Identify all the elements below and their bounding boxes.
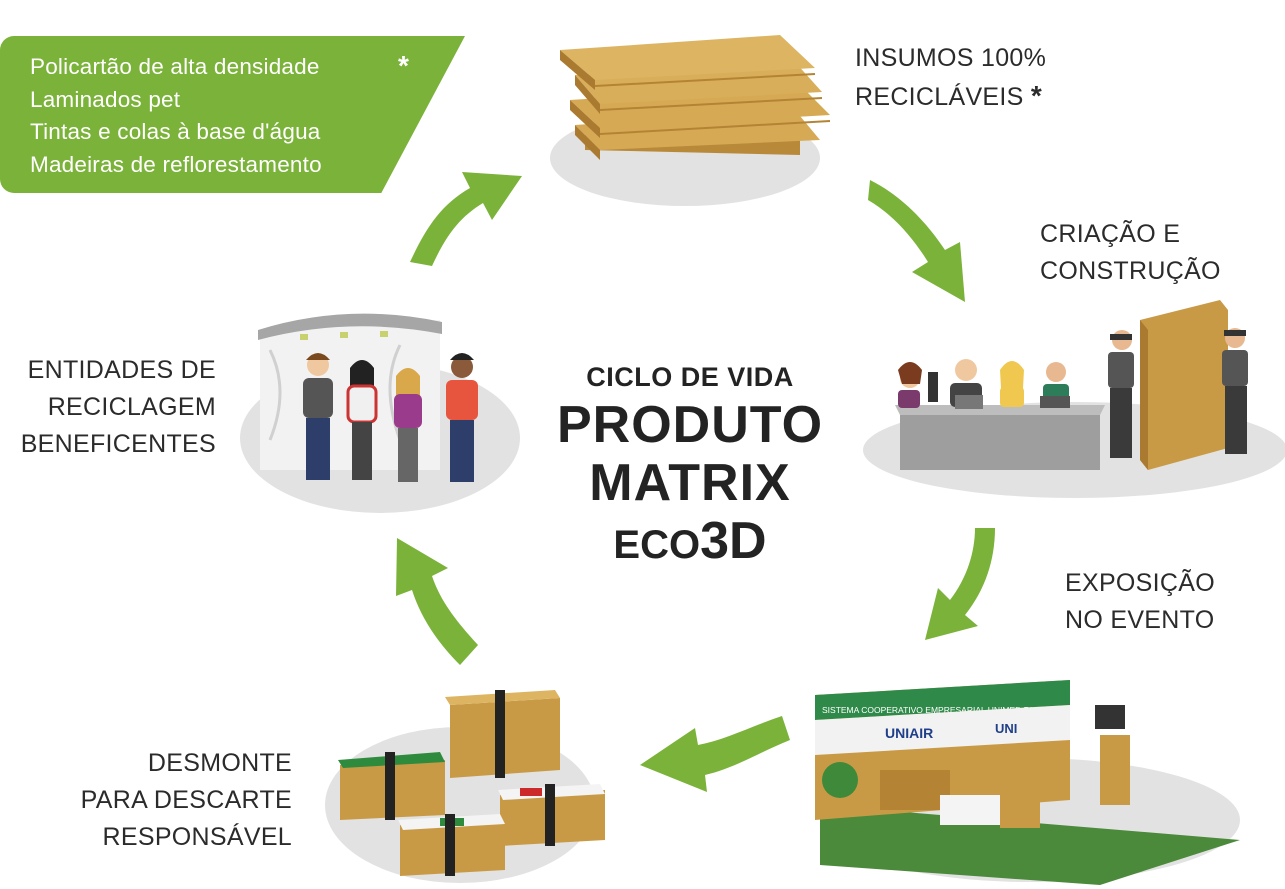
center-title-line3: MATRIX [589, 454, 791, 512]
exhibition-line1: EXPOSIÇÃO [1065, 569, 1215, 597]
exhibition-line2: NO EVENTO [1065, 606, 1215, 634]
recycling-line3: BENEFICENTES [20, 430, 216, 458]
step-label-creation: CRIAÇÃO E CONSTRUÇÃO [1040, 216, 1221, 290]
asterisk-icon: * [1030, 80, 1043, 111]
materials-box [0, 36, 465, 193]
center-title-line1: CICLO DE VIDA [586, 362, 794, 392]
inputs-line1: INSUMOS 100% [855, 44, 1047, 72]
booth-icon: SISTEMA COOPERATIVO EMPRESARIAL UNIMED R… [815, 680, 1240, 885]
people-icon [258, 313, 478, 482]
creation-line2: CONSTRUÇÃO [1040, 257, 1221, 285]
center-title-eco: ECO [613, 523, 701, 567]
list-item: Tintas e colas à base d'água [30, 119, 321, 144]
dismantle-line2: PARA DESCARTE [80, 786, 292, 814]
step-label-exhibition: EXPOSIÇÃO NO EVENTO [1065, 565, 1215, 639]
booth-logo-uni: UNI [995, 721, 1017, 736]
list-item: Policartão de alta densidade [30, 54, 320, 79]
asterisk-icon: * [398, 50, 409, 81]
bundle-icon [338, 690, 605, 876]
cycle-arrow-icon [396, 172, 995, 792]
step-label-inputs: INSUMOS 100% RECICLÁVEIS * [855, 40, 1046, 116]
team-icon [895, 300, 1248, 470]
materials-list: Policartão de alta densidade Laminados p… [30, 51, 322, 181]
inputs-line2: RECICLÁVEIS [855, 83, 1024, 111]
recycling-line1: ENTIDADES DE [27, 356, 216, 384]
creation-line1: CRIAÇÃO E [1040, 220, 1181, 248]
recycling-line2: RECICLAGEM [47, 393, 216, 421]
dismantle-line1: DESMONTE [147, 749, 292, 777]
center-title-3d: 3D [700, 512, 767, 570]
center-title-line2: PRODUTO [556, 396, 824, 454]
step-label-recycling: ENTIDADES DE RECICLAGEM BENEFICENTES [0, 352, 216, 463]
center-title-line4: ECO3D [540, 512, 840, 574]
booth-logo-uniair: UNIAIR [885, 725, 933, 741]
center-title: CICLO DE VIDA PRODUTO MATRIX ECO3D [540, 358, 840, 574]
booth-banner-text: SISTEMA COOPERATIVO EMPRESARIAL UNIMED R… [822, 705, 1112, 715]
step-label-dismantle: DESMONTE PARA DESCARTE RESPONSÁVEL [60, 745, 292, 856]
list-item: Laminados pet [30, 86, 181, 112]
list-item: Madeiras de reflorestamento [30, 151, 322, 177]
dismantle-line3: RESPONSÁVEL [102, 823, 292, 851]
cardboard-stack-icon [560, 35, 831, 160]
